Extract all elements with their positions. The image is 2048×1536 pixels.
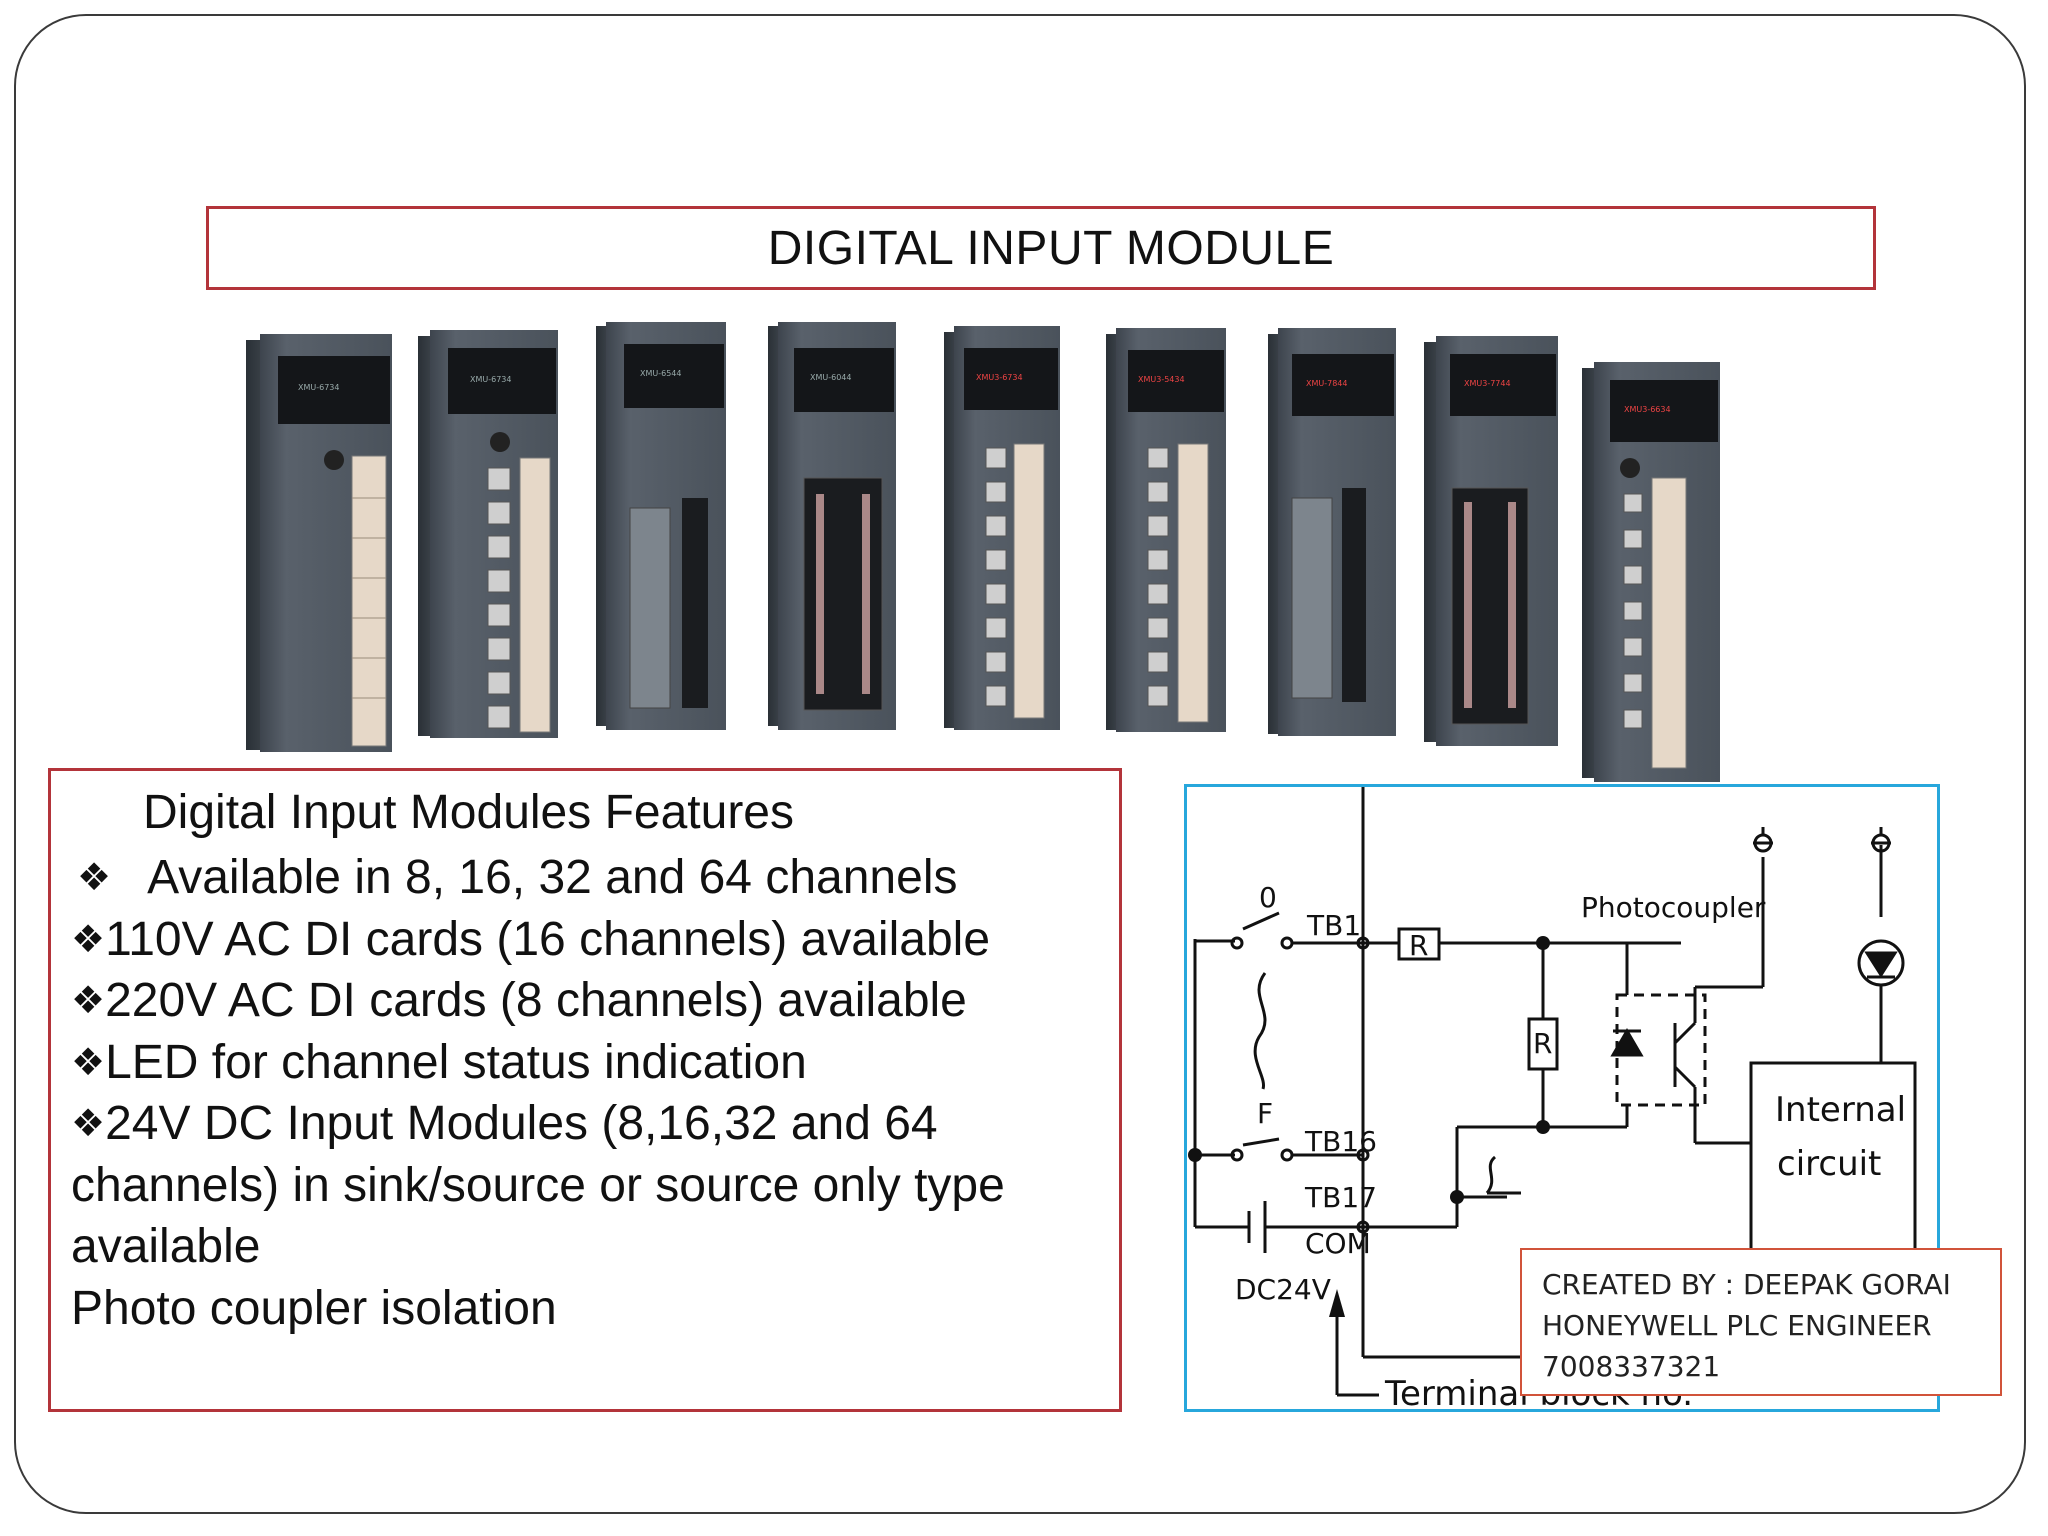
diamond-bullet-icon: ❖ — [77, 855, 112, 899]
credit-author: CREATED BY : DEEPAK GORAI — [1542, 1268, 1951, 1301]
modules-photo: XMU-6734 XMU-6734 XMU-6544 XMU-6044 — [246, 322, 1720, 782]
module-6: XMU3-5434 — [1106, 328, 1226, 732]
resistor-1-label: R — [1409, 929, 1428, 962]
module-8: XMU3-7744 — [1424, 336, 1558, 746]
diamond-bullet-icon: ❖ — [71, 1101, 106, 1145]
diamond-bullet-icon: ❖ — [71, 1039, 106, 1084]
diamond-bullet-icon: ❖ — [71, 978, 106, 1022]
module-5: XMU3-6734 — [944, 326, 1060, 730]
slide-title: DIGITAL INPUT MODULE — [767, 221, 1335, 275]
module-4-label: XMU-6044 — [810, 373, 851, 382]
module-1-label: XMU-6734 — [298, 383, 339, 392]
internal-circuit-label-1: Internal — [1775, 1090, 1906, 1130]
module-7: XMU-7844 — [1268, 328, 1396, 736]
module-3: XMU-6544 — [596, 322, 726, 730]
feature-item-continued: available — [71, 1220, 261, 1273]
module-9-label: XMU3-6634 — [1624, 405, 1671, 414]
credit-role: HONEYWELL PLC ENGINEER — [1542, 1309, 1932, 1342]
module-7-label: XMU-7844 — [1306, 379, 1347, 388]
feature-item: ❖LED for channel status indication — [71, 1032, 1111, 1094]
switch-f-label: F — [1257, 1097, 1273, 1130]
internal-circuit-label-2: circuit — [1777, 1144, 1881, 1184]
credit-box: CREATED BY : DEEPAK GORAI HONEYWELL PLC … — [1520, 1248, 2002, 1396]
slide-frame — [14, 14, 2026, 1514]
feature-item: ❖Available in 8, 16, 32 and 64 channels — [71, 847, 1111, 909]
module-3-label: XMU-6544 — [640, 369, 681, 378]
tb16-label: TB16 — [1304, 1125, 1377, 1158]
module-9: XMU3-6634 — [1582, 362, 1720, 782]
features-heading: Digital Input Modules Features — [143, 786, 794, 839]
feature-item: ❖24V DC Input Modules (8,16,32 and 64 — [71, 1093, 1111, 1155]
credit-phone: 7008337321 — [1542, 1350, 1721, 1383]
feature-item: ❖220V AC DI cards (8 channels) available — [71, 970, 1111, 1032]
tb1-label: TB1 — [1306, 909, 1361, 942]
photocoupler-label: Photocoupler — [1581, 891, 1766, 924]
module-6-label: XMU3-5434 — [1138, 375, 1185, 384]
features-box: Digital Input Modules Features ❖Availabl… — [48, 768, 1122, 1412]
com-label: COM — [1305, 1227, 1371, 1260]
module-5-label: XMU3-6734 — [976, 373, 1023, 382]
module-2-label: XMU-6734 — [470, 375, 511, 384]
module-4: XMU-6044 — [768, 322, 896, 730]
module-2: XMU-6734 — [418, 330, 558, 738]
feature-item-continued: channels) in sink/source or source only … — [71, 1158, 1005, 1212]
resistor-2-label: R — [1533, 1027, 1552, 1060]
module-1: XMU-6734 — [246, 334, 392, 752]
title-box: DIGITAL INPUT MODULE — [206, 206, 1876, 290]
dc24v-label: DC24V — [1235, 1273, 1331, 1306]
feature-item: Photo coupler isolation — [71, 1281, 557, 1335]
tb17-label: TB17 — [1304, 1181, 1377, 1214]
diamond-bullet-icon: ❖ — [71, 916, 106, 961]
switch-0-label: 0 — [1259, 881, 1277, 914]
circuit-svg: 0 TB1 R R Photocoupler F TB16 TB17 COM D… — [1188, 787, 1917, 1409]
features-list: ❖Available in 8, 16, 32 and 64 channels … — [71, 847, 1111, 1339]
module-8-label: XMU3-7744 — [1464, 379, 1511, 388]
feature-item: ❖110V AC DI cards (16 channels) availabl… — [71, 909, 1111, 971]
